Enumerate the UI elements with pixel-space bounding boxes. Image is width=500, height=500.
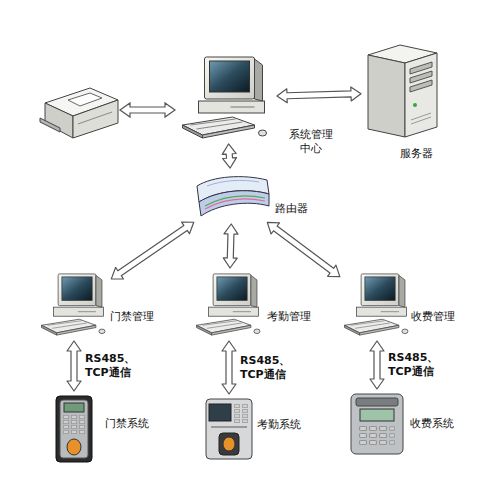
printer-tray (40, 118, 60, 132)
device-node: 路由器 (193, 172, 271, 220)
double-arrow (111, 222, 193, 279)
printer-front (45, 103, 73, 138)
sensor-housing (219, 433, 239, 455)
double-arrow (222, 144, 236, 168)
access-keypad-icon (56, 396, 92, 462)
server-vent (411, 113, 431, 120)
node-label: 服务器 (400, 147, 433, 161)
server-vent (411, 117, 431, 124)
device-node: 考勤管理 (195, 272, 263, 337)
node-label: 门禁管理 (110, 310, 154, 324)
computer-icon (42, 274, 105, 335)
node-label: 门禁系统 (105, 417, 149, 431)
printer-icon (40, 88, 118, 138)
device-screen (209, 404, 231, 421)
keypad-panel (60, 400, 88, 458)
terminal-top (356, 398, 398, 406)
printer-paper (68, 93, 102, 106)
server-side (368, 55, 405, 137)
node-label: 路由器 (275, 202, 308, 216)
computer-icon (183, 57, 267, 138)
router-stripe (207, 180, 259, 186)
device-node: 服务器 (365, 45, 440, 140)
server-light (413, 103, 417, 107)
fee-terminal-icon (351, 394, 403, 454)
double-arrow (67, 341, 81, 391)
keypad-body (56, 396, 92, 462)
fingerprint-sensor (223, 437, 235, 451)
terminal-screen (360, 409, 394, 421)
terminal-body (351, 394, 403, 454)
edge-label: RS485、 TCP通信 (388, 351, 446, 379)
node-label: 收费管理 (411, 310, 455, 324)
server-front (405, 53, 437, 137)
device-node: 收费系统 (350, 393, 404, 455)
computer-icon (345, 274, 408, 335)
device-node: 门禁系统 (55, 395, 93, 463)
printer-slot (78, 112, 112, 124)
edge-label: RS485、 TCP通信 (240, 354, 298, 382)
double-arrow (223, 224, 238, 268)
double-arrow (370, 341, 384, 389)
node-label: 考勤系统 (257, 418, 301, 432)
device-node: 考勤系统 (205, 398, 253, 460)
router-icon (197, 177, 269, 216)
router-stripe (205, 199, 265, 209)
server-icon (368, 45, 437, 137)
double-arrow (277, 87, 361, 103)
node-label: 系统管理 中心 (286, 128, 336, 156)
device-trim (211, 426, 247, 428)
device-body (206, 399, 252, 459)
device-node: 系统管理 中心 (178, 55, 273, 140)
device-node: 门禁管理 (40, 272, 108, 337)
attendance-device-icon (206, 399, 252, 459)
double-arrow (267, 222, 340, 276)
node-label: 收费系统 (410, 417, 454, 431)
printer-arrow (120, 103, 175, 117)
device-node: 收费管理 (343, 272, 411, 337)
fingerprint-sensor (67, 439, 81, 455)
edge-label: RS485、 TCP通信 (85, 352, 143, 380)
computer-icon (197, 274, 260, 335)
router-front (199, 191, 269, 216)
keypad-screen (64, 403, 84, 412)
server-drive (410, 80, 432, 92)
node-label: 考勤管理 (267, 310, 311, 324)
double-arrow (222, 341, 236, 394)
